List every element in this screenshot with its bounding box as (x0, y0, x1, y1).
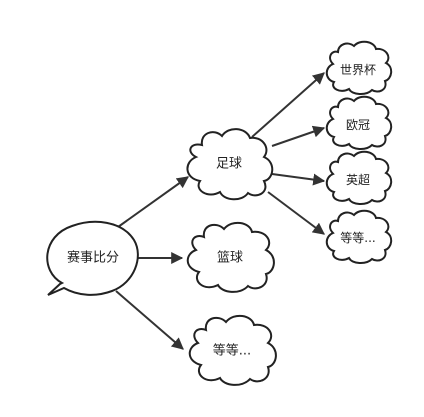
basketball-label: 篮球 (217, 251, 243, 266)
football-others-label: 等等... (340, 231, 375, 245)
euro-node: 欧冠 (325, 95, 393, 150)
basketball-node: 篮球 (186, 221, 275, 293)
others-label: 等等... (213, 343, 251, 359)
cloud-shape (325, 209, 393, 264)
cloud-shape (325, 150, 393, 205)
cloud-shape (186, 128, 274, 201)
others-node: 等等... (188, 314, 277, 386)
speech-bubble-shape (46, 220, 139, 296)
edge-root-football (117, 176, 189, 228)
edge-football-world-cup (251, 72, 325, 138)
root-node: 赛事比分 (46, 220, 139, 296)
edge-root-others (115, 290, 184, 350)
cloud-shape (188, 314, 277, 386)
euro-label: 欧冠 (346, 118, 370, 132)
cloud-shape (325, 40, 393, 95)
cloud-shape (325, 95, 393, 150)
cloud-shape (186, 221, 275, 293)
football-label: 足球 (216, 157, 242, 172)
premier-league-label: 英超 (346, 172, 370, 187)
football-node: 足球 (186, 128, 274, 201)
world-cup-label: 世界杯 (340, 63, 376, 77)
edge-football-others (267, 191, 325, 235)
edge-football-premier-league (271, 173, 326, 186)
edge-football-euro (271, 125, 326, 147)
football-others-node: 等等... (325, 209, 393, 264)
root-label: 赛事比分 (67, 250, 119, 266)
world-cup-node: 世界杯 (325, 40, 393, 95)
premier-league-node: 英超 (325, 150, 393, 205)
